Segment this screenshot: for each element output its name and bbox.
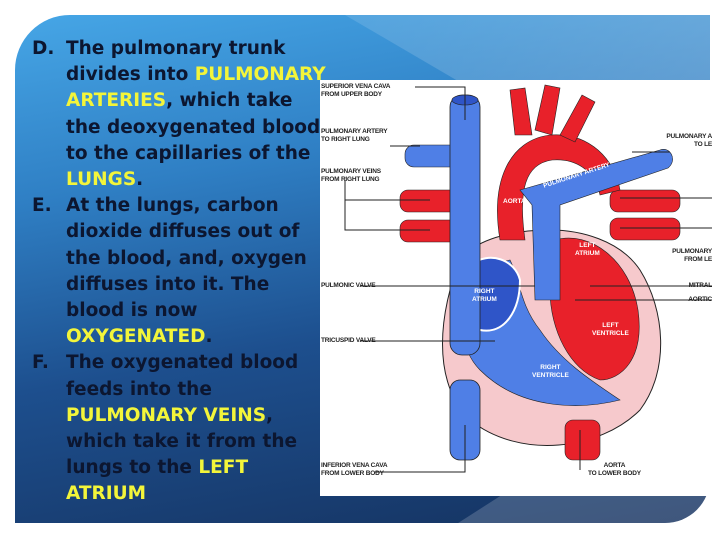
label-right-atrium: RIGHT ATRIUM (472, 288, 497, 303)
bullet-item: D. The pulmonary trunk divides into PULMO… (32, 36, 332, 193)
highlight-term: OXYGENATED (66, 326, 206, 348)
label-pulmonary-veins-left: PULMONARY FROM LE (672, 248, 712, 263)
label-superior-vena-cava: SUPERIOR VENA CAVA FROM UPPER BODY (321, 83, 391, 98)
highlight-term: LEFT ATRIUM (66, 457, 249, 505)
text-run: . (136, 169, 144, 191)
label-mitral-valve: MITRAL (688, 282, 712, 289)
label-pulmonic-valve: PULMONIC VALVE (321, 282, 376, 289)
heart-diagram: SUPERIOR VENA CAVA FROM UPPER BODY PULMO… (320, 80, 712, 496)
bullet-text: The oxygenated blood feeds into the PULM… (66, 350, 332, 507)
bullet-item: F. The oxygenated blood feeds into the PU… (32, 350, 332, 507)
bullet-text: At the lungs, carbon dioxide diffuses ou… (66, 193, 332, 350)
label-pulmonary-artery-right: PULMONARY ARTERY TO RIGHT LUNG (321, 128, 388, 143)
text-run: The pulmonary trunk divides into (66, 38, 286, 86)
text-run: The oxygenated blood feeds into the (66, 352, 299, 400)
text-run: , which take it from the lungs to the (66, 404, 298, 479)
label-aorta: AORTA (503, 198, 526, 205)
highlight-term: PULMONARY VEINS (66, 404, 267, 426)
label-right-ventricle: RIGHT VENTRICLE (532, 364, 569, 379)
heart-illustration (344, 84, 712, 473)
label-aorta-lower-body: AORTA TO LOWER BODY (588, 462, 641, 477)
bullet-letter: F. (32, 352, 49, 374)
label-tricuspid-valve: TRICUSPID VALVE (321, 337, 376, 344)
highlight-term: LUNGS (66, 169, 137, 191)
text-run: , which take the deoxygenated blood to t… (66, 90, 321, 164)
label-left-atrium: LEFT ATRIUM (575, 242, 600, 257)
text-run: At the lungs, carbon dioxide diffuses ou… (66, 195, 307, 322)
label-aortic-valve: AORTIC (688, 296, 712, 303)
highlight-term: PULMONARY ARTERIES (66, 64, 326, 112)
text-run: . (205, 326, 213, 348)
label-inferior-vena-cava: INFERIOR VENA CAVA FROM LOWER BODY (321, 462, 388, 477)
bullet-letter: D. (32, 38, 55, 59)
bullet-list: D. The pulmonary trunk divides into PULMO… (32, 36, 332, 508)
bullet-letter: E. (32, 195, 52, 217)
label-pulmonary-veins-right: PULMONARY VEINS FROM RIGHT LUNG (321, 168, 381, 183)
label-left-ventricle: LEFT VENTRICLE (592, 322, 629, 337)
bullet-text: The pulmonary trunk divides into PULMONA… (66, 36, 332, 193)
label-pulmonary-artery-left: PULMONARY A TO LE (666, 133, 712, 148)
bullet-item: E. At the lungs, carbon dioxide diffuses … (32, 193, 332, 350)
